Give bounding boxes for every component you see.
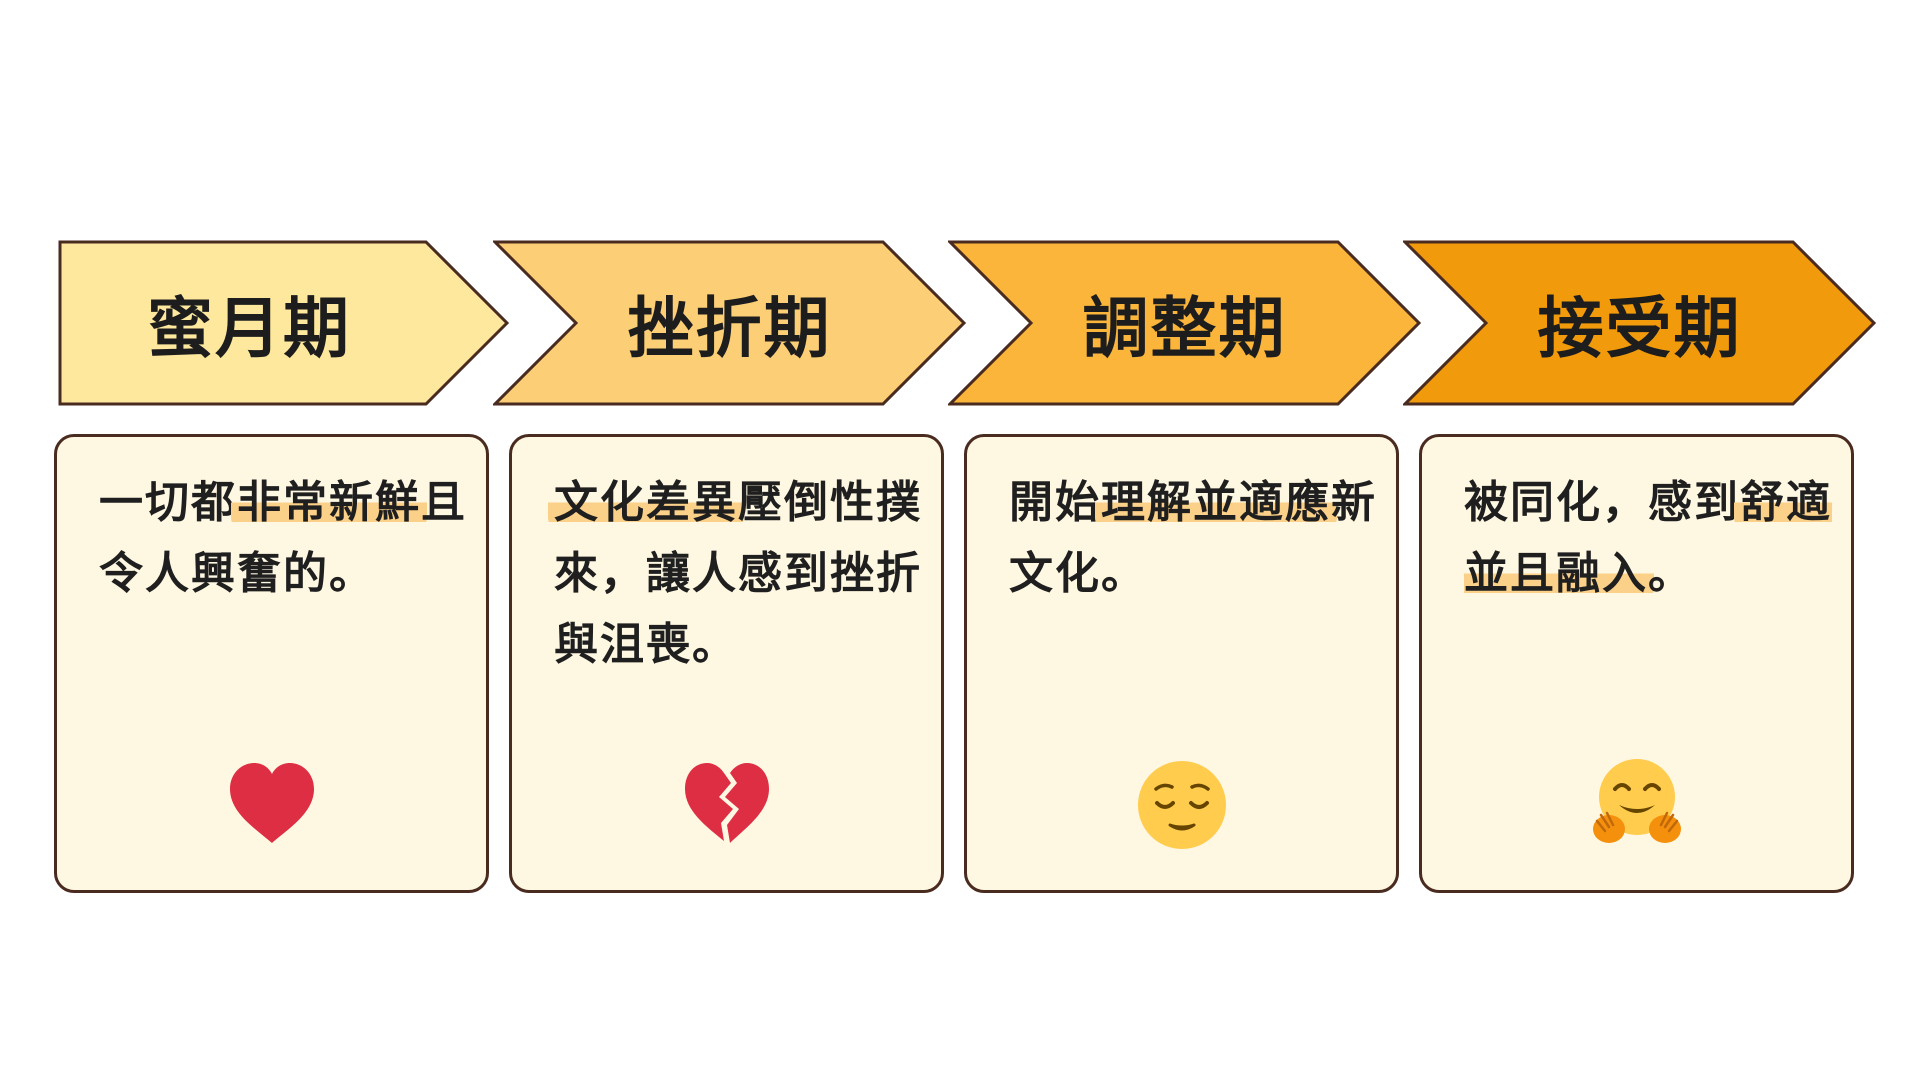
- stage-description: 文化差異壓倒性撲來，讓人感到挫折與沮喪。: [548, 467, 922, 680]
- stage-arrow-acceptance: 接受期: [1403, 238, 1877, 408]
- arrow-shape: [1403, 240, 1877, 406]
- relieved-face-icon: [1136, 759, 1228, 851]
- description-highlight: 文化差異: [548, 477, 744, 528]
- description-highlight: 理解並適應: [1095, 477, 1337, 528]
- stage-title: 挫折期: [627, 290, 832, 367]
- broken-heart-icon: [681, 759, 773, 851]
- arrow-shape: [493, 240, 967, 406]
- stage-arrow-frustration: 挫折期: [493, 238, 967, 408]
- description-highlight: 非常新鮮: [231, 477, 427, 528]
- stage-description: 開始理解並適應新文化。: [1009, 467, 1377, 609]
- description-text: 被同化，感到: [1464, 477, 1740, 528]
- description-text: 一切都: [99, 477, 237, 528]
- stage-title: 蜜月期: [147, 290, 351, 367]
- stage-arrow-honeymoon: 蜜月期: [56, 238, 512, 408]
- stage-description: 一切都非常新鮮且令人興奮的。: [99, 467, 467, 609]
- hugging-face-icon: [1591, 759, 1683, 851]
- stage-title: 接受期: [1537, 290, 1742, 367]
- stage-card-acceptance: 被同化，感到舒適並且融入。: [1419, 434, 1854, 893]
- description-text: 且令人興奮的。: [99, 477, 467, 599]
- arrow-shape: [948, 240, 1422, 406]
- stage-card-frustration: 文化差異壓倒性撲來，讓人感到挫折與沮喪。: [509, 434, 944, 893]
- stage-description: 被同化，感到舒適並且融入。: [1464, 467, 1832, 609]
- red-heart-icon: [226, 759, 318, 851]
- arrow-shape: [58, 240, 510, 406]
- stage-arrow-adjustment: 調整期: [948, 238, 1422, 408]
- description-text: 壓倒性撲來，讓人感到挫折與沮喪。: [554, 477, 922, 670]
- stage-card-honeymoon: 一切都非常新鮮且令人興奮的。: [54, 434, 489, 893]
- stage-card-adjustment: 開始理解並適應新文化。: [964, 434, 1399, 893]
- stage-title: 調整期: [1082, 290, 1287, 367]
- description-text: 。: [1648, 548, 1694, 599]
- description-text: 開始: [1009, 477, 1101, 528]
- description-text: 新文化。: [1009, 477, 1377, 599]
